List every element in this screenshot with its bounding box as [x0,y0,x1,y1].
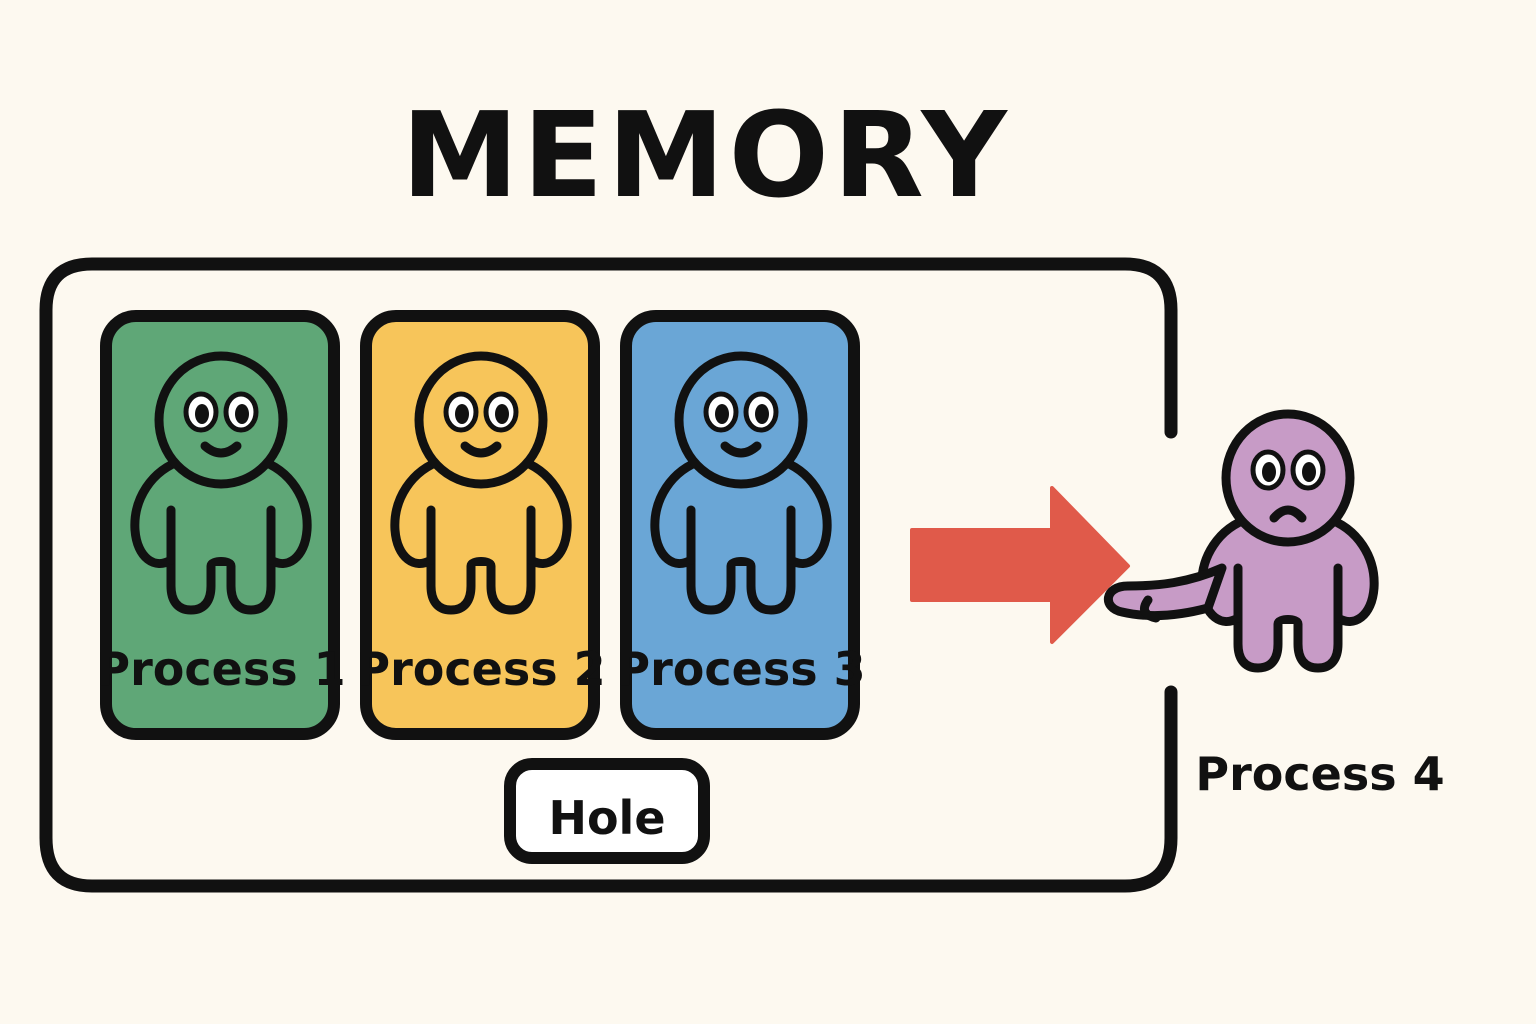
process-card-2: Process 2 [356,310,606,740]
process-1-character [130,351,312,615]
character-mouth-sad [1269,505,1307,523]
process-card-3: Process 3 [616,310,866,740]
character-mouth-smile [200,441,242,458]
character-pupil [455,404,469,424]
character-body [130,455,312,615]
character-head [154,351,288,489]
character-head [1221,409,1355,547]
process-3-label: Process 3 [616,642,865,696]
character-pupil [235,404,249,424]
memory-container [39,257,1178,893]
process-1-label: Process 1 [96,642,345,696]
process-card-1: Process 1 [96,310,346,740]
character-finger [1139,595,1161,623]
process-2-character [390,351,572,615]
character-head [674,351,808,489]
character-pupil [195,404,209,424]
character-mouth-smile [460,441,502,458]
character-body [650,455,832,615]
character-body [1197,513,1379,673]
character-head [414,351,548,489]
hole-box-bg [504,758,710,864]
character-pupil [1262,462,1276,482]
page-title: MEMORY [401,86,1011,224]
process-4: Process 4 [1103,409,1445,801]
character-pupil [495,404,509,424]
process-3-character [650,351,832,615]
character-body [390,455,572,615]
hole-label: Hole [548,791,665,845]
character-mouth-smile [720,441,762,458]
process-4-label: Process 4 [1195,747,1444,801]
character-pupil [1302,462,1316,482]
process-2-label: Process 2 [356,642,605,696]
character-pupil [755,404,769,424]
right-arrow-icon [910,486,1130,644]
character-pupil [715,404,729,424]
character-pointing-arm [1103,563,1227,620]
hole-box: Hole [504,758,710,864]
process-4-character [1103,409,1379,673]
